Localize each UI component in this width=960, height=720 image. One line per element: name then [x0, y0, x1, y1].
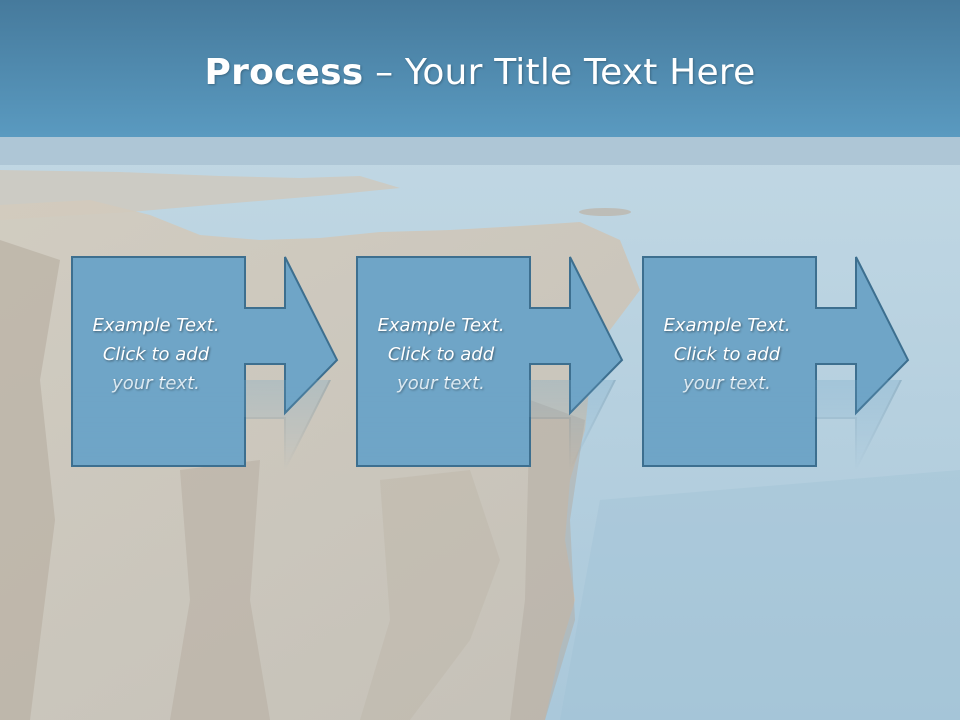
step-1-text: Example Text. Click to add your text.	[92, 315, 220, 394]
arrow-box-shape	[642, 256, 910, 467]
process-step-1[interactable]: Example Text. Click to add your text.	[71, 256, 361, 468]
step-2-text: Example Text. Click to add your text.	[377, 315, 505, 394]
process-step-2[interactable]: Example Text. Click to add your text.	[356, 256, 646, 468]
step-3-reflection	[642, 259, 932, 470]
title-bar-strip	[0, 137, 960, 165]
title-bold: Process	[204, 52, 364, 93]
process-step-3[interactable]: Example Text. Click to add your text.	[642, 256, 932, 468]
step-1-reflection	[71, 259, 361, 470]
title-rest: – Your Title Text Here	[363, 52, 756, 93]
step-3-text: Example Text. Click to add your text.	[663, 315, 791, 394]
arrow-box-shape	[356, 256, 624, 467]
slide-title[interactable]: Process – Your Title Text Here	[0, 52, 960, 93]
title-bar	[0, 0, 960, 137]
arrow-box-shape	[71, 256, 339, 467]
step-2-reflection	[356, 259, 646, 470]
